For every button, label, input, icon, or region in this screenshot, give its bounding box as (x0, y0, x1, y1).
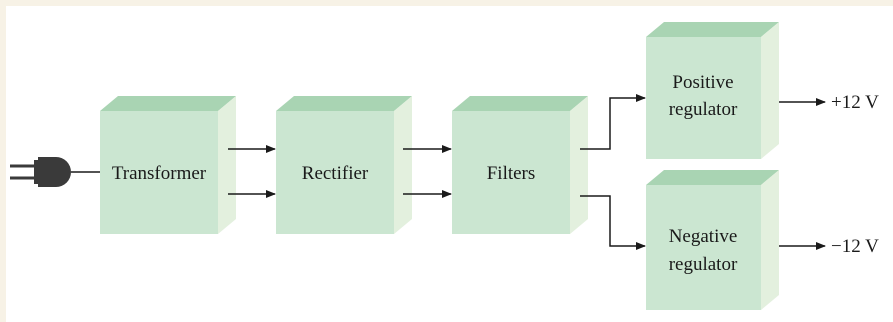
positive-output-label: +12 V (831, 92, 879, 113)
positive-regulator-label-line2: regulator (669, 99, 738, 120)
filters-block: Filters (452, 96, 588, 234)
negative-regulator-label-line2: regulator (669, 254, 738, 275)
filters-to-positive-regulator-arrow (580, 94, 646, 150)
negative-regulator-block: Negative regulator (646, 170, 779, 310)
positive-regulator-label-line1: Positive (672, 72, 733, 93)
power-plug-icon (10, 157, 100, 187)
transformer-block: Transformer (100, 96, 236, 234)
positive-regulator-block: Positive regulator (646, 22, 779, 159)
rectifier-label: Rectifier (302, 163, 369, 184)
rectifier-block: Rectifier (276, 96, 412, 234)
transformer-label: Transformer (112, 163, 207, 184)
filters-label: Filters (487, 163, 536, 184)
filters-to-negative-regulator-arrow (580, 195, 646, 250)
negative-regulator-label-line1: Negative (669, 226, 738, 247)
negative-output-label: −12 V (831, 236, 879, 257)
